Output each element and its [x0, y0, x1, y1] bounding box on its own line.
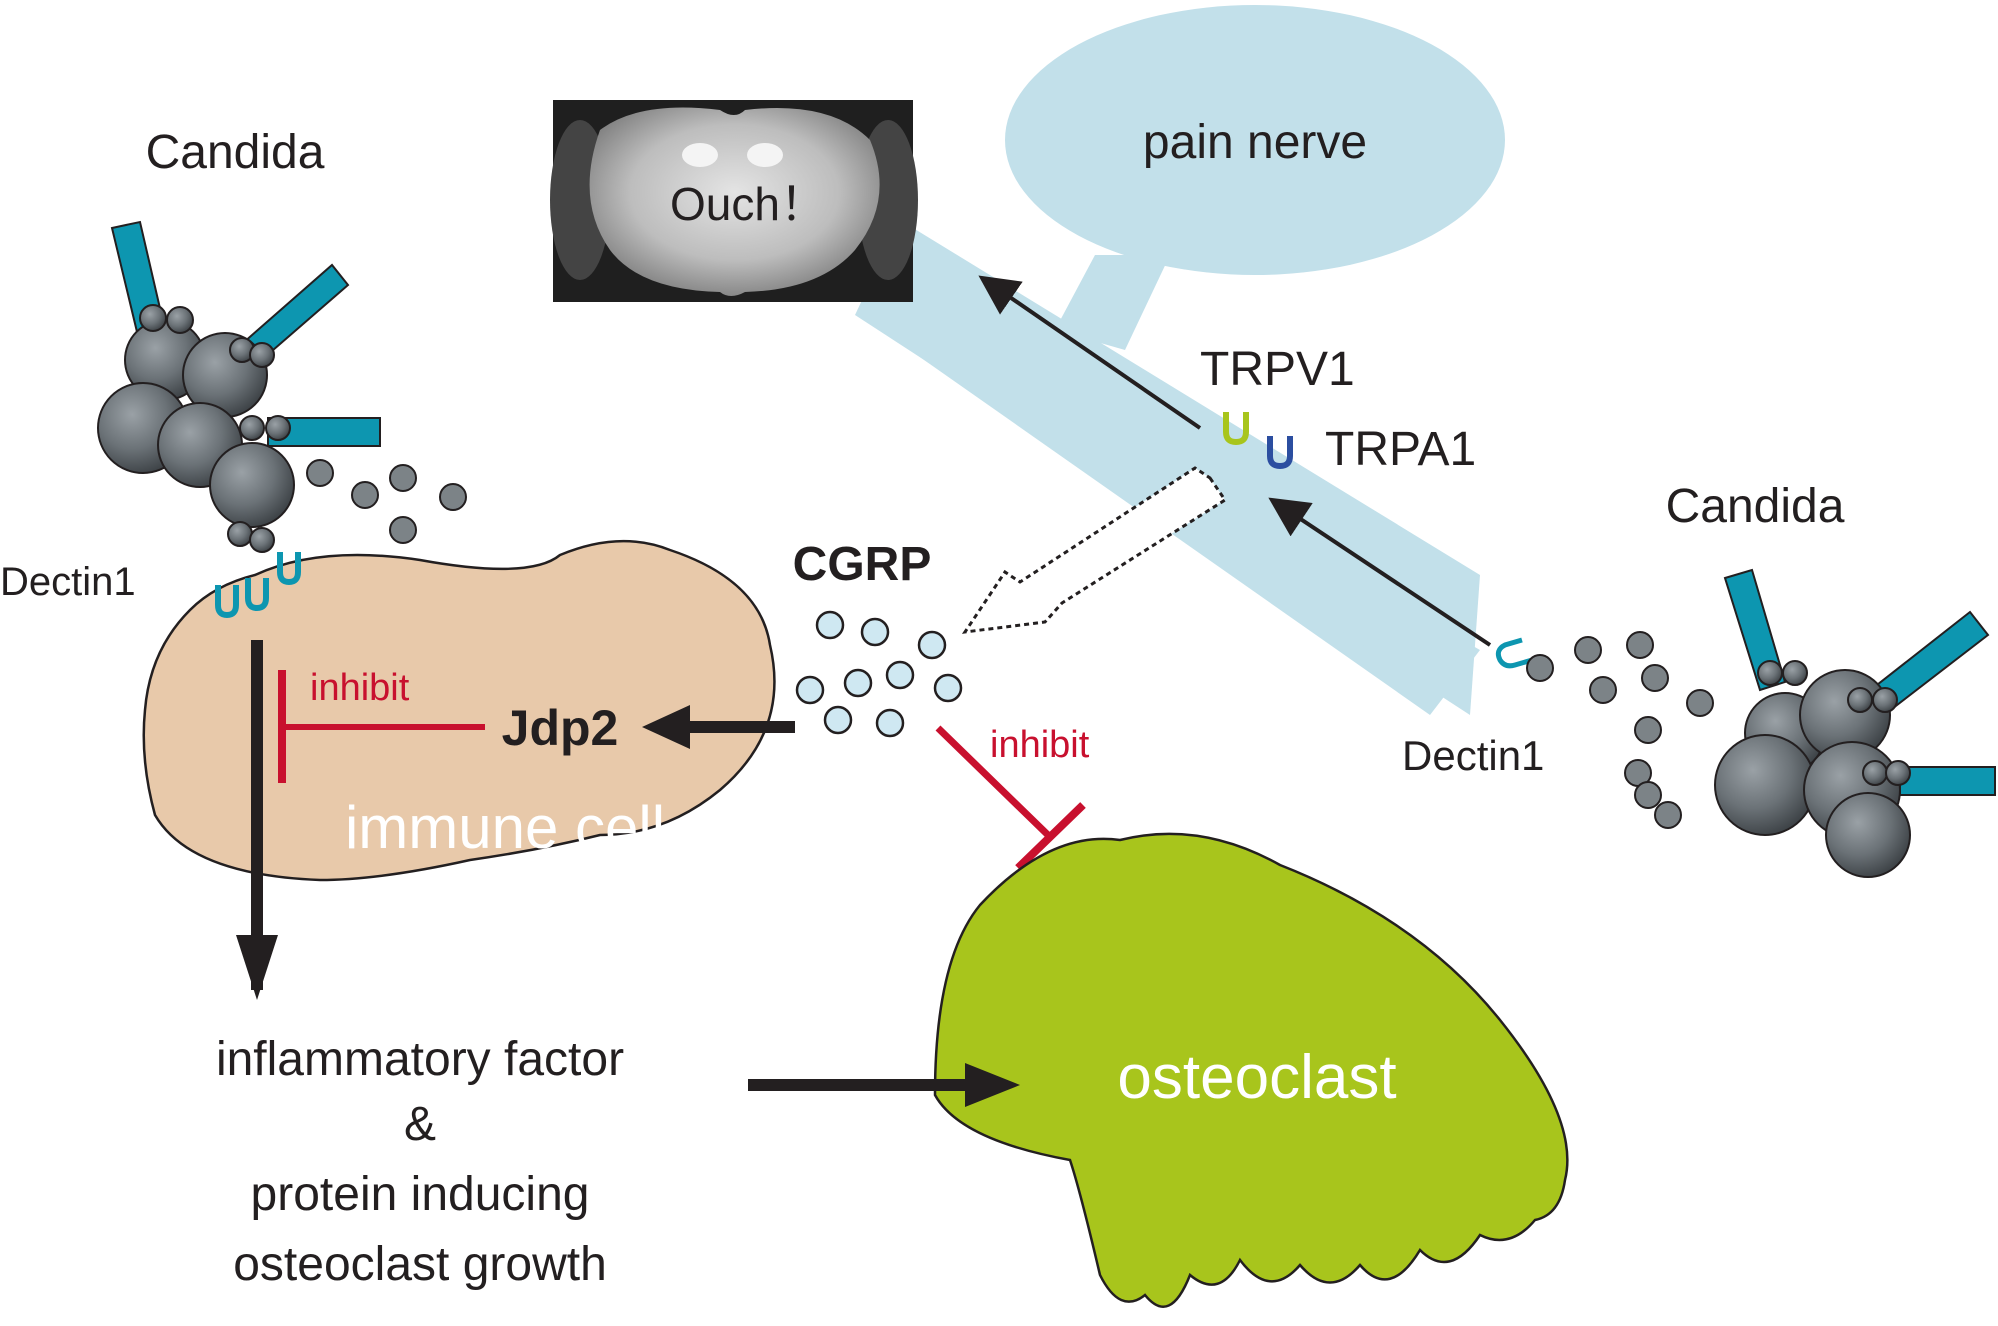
- nerve-stalk: [1055, 255, 1170, 350]
- brain-mri-icon: Ouch！: [550, 100, 918, 302]
- dectin1-right-receptor-icon: [1495, 637, 1533, 669]
- factor-to-osteoclast-arrowhead: [965, 1063, 1020, 1107]
- immune-output-arrowhead: [236, 935, 278, 1000]
- candida-right-label: Candida: [1666, 480, 1845, 533]
- candida-right: Candida Dectin1: [1402, 480, 1996, 878]
- trpv1-receptor-icon: [1223, 412, 1249, 446]
- pain-nerve: pain nerve: [855, 5, 1505, 715]
- osteoclast: [933, 832, 1569, 1308]
- candida-particles-right: [1526, 631, 1714, 829]
- candida-particles-left: [306, 459, 467, 544]
- output-line-2: &: [404, 1098, 436, 1151]
- trpv1-label: TRPV1: [1200, 343, 1355, 396]
- immune-cell: [142, 539, 776, 882]
- receptor-icon: [245, 578, 269, 612]
- nerve-to-brain-arrow: [978, 275, 1202, 430]
- cgrp-release-arrow: [961, 466, 1228, 634]
- jdp2-label: Jdp2: [502, 700, 619, 756]
- cgrp-inhibit-line: [935, 725, 1051, 838]
- nerve-band-body: [855, 220, 1480, 715]
- candida-left-label: Candida: [146, 126, 325, 179]
- osteoclast-label: osteoclast: [1117, 1043, 1396, 1112]
- candida-cell-icon: [97, 304, 295, 553]
- cgrp-to-jdp2-arrowhead: [642, 705, 690, 749]
- inhibit-label-1: inhibit: [310, 667, 410, 709]
- cgrp-inhibit-bar: [1015, 802, 1086, 871]
- nerve-bubble: [1005, 5, 1505, 275]
- candida-left: Candida Dectin1: [0, 126, 467, 604]
- receptor-icon: [215, 585, 239, 619]
- inhibit-label-2: inhibit: [990, 724, 1090, 766]
- output-line-3: protein inducing: [251, 1168, 590, 1221]
- dectin1-receptors-left: [215, 552, 301, 619]
- receptor-icon: [277, 552, 301, 586]
- brain-ouch-label: Ouch！: [670, 178, 826, 230]
- candida-cell-icon: [1714, 660, 1911, 878]
- immune-cell-label: immune cell: [345, 794, 665, 861]
- dectin-to-trp-arrow: [1268, 497, 1492, 647]
- dectin1-left-label: Dectin1: [0, 560, 136, 604]
- trpa1-receptor-icon: [1267, 436, 1293, 470]
- output-line-1: inflammatory factor: [216, 1033, 624, 1086]
- pain-nerve-label: pain nerve: [1143, 116, 1367, 169]
- output-line-4: osteoclast growth: [233, 1238, 607, 1291]
- dectin1-right-label: Dectin1: [1402, 732, 1544, 779]
- cgrp-dots: [795, 610, 963, 738]
- cgrp-label: CGRP: [793, 538, 932, 591]
- trpa1-label: TRPA1: [1325, 423, 1476, 476]
